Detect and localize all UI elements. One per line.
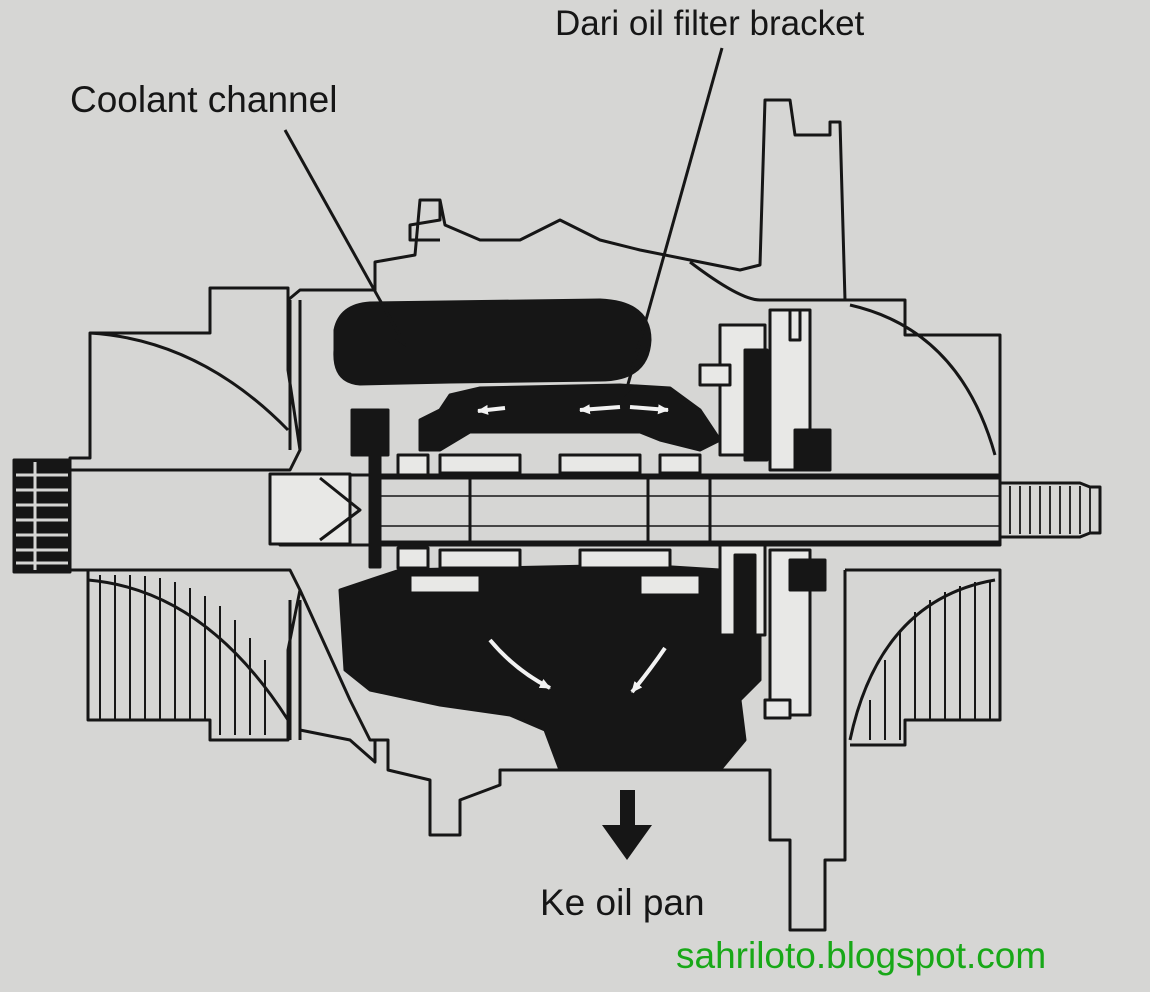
oil-outlet-label: Ke oil pan <box>540 882 705 923</box>
oil-inlet-leader-line <box>621 47 724 397</box>
compressor-wheel <box>845 298 1002 747</box>
oil-outlet-arrow <box>602 790 652 860</box>
oil-flow-arrows <box>477 404 669 694</box>
rotor-shaft <box>278 473 1102 547</box>
thrust-bearing <box>698 308 832 720</box>
turbine-seal <box>268 408 390 569</box>
oil-gallery-upper <box>418 383 722 452</box>
watermark: sahriloto.blogspot.com <box>676 935 1046 976</box>
turbine-nut <box>12 458 72 574</box>
compressor-blade-hatching <box>869 580 991 740</box>
oil-drain-cavity <box>338 563 762 772</box>
coolant-channel <box>333 298 652 386</box>
center-housing <box>287 98 847 932</box>
shaft-thread <box>1009 486 1091 534</box>
turbine-wheel <box>68 286 302 742</box>
coolant-channel-label: Coolant channel <box>70 79 337 120</box>
bearings <box>396 453 702 597</box>
coolant-leader-line <box>283 129 407 347</box>
oil-inlet-label: Dari oil filter bracket <box>555 4 865 43</box>
turbine-blade-hatching <box>99 575 266 735</box>
